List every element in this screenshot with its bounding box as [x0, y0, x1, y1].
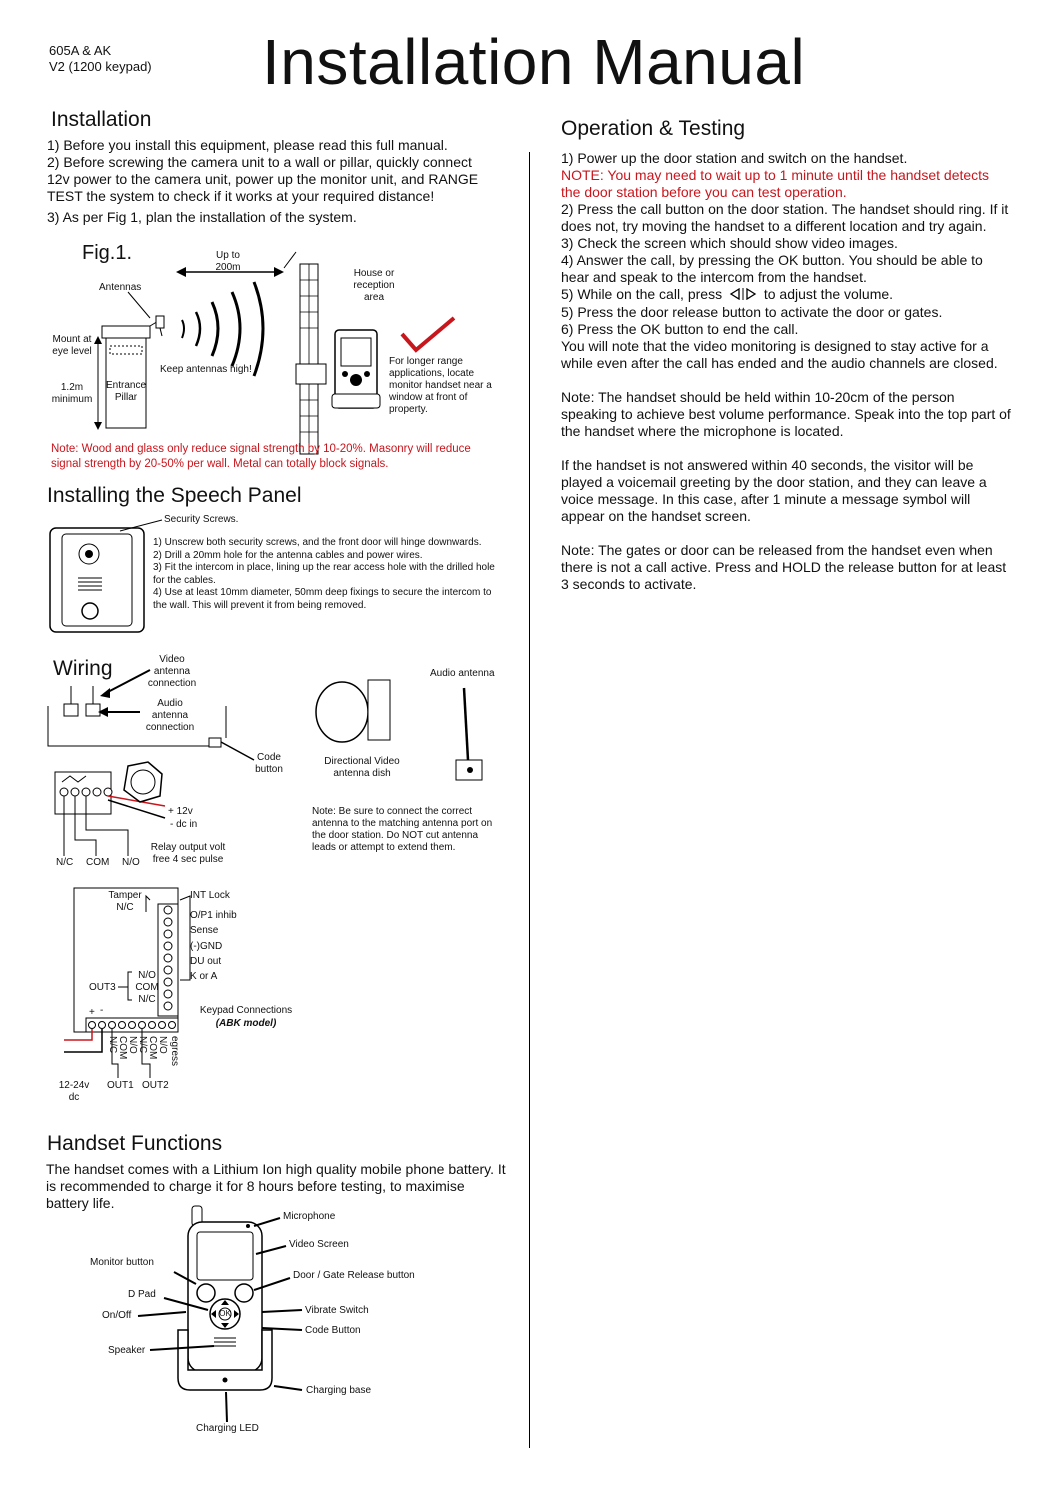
bottom-term-4: N/C: [137, 1036, 148, 1054]
operation-note: NOTE: You may need to wait up to 1 minut…: [561, 167, 990, 200]
fig1-height: 1.2m minimum: [51, 382, 93, 405]
speaker-label: Speaker: [108, 1345, 146, 1356]
nc-label: N/C: [56, 857, 74, 868]
out1-label: OUT1: [107, 1080, 134, 1091]
bottom-term-1: N/C: [107, 1036, 118, 1054]
relay-label: Relay output volt free 4 sec pulse: [150, 842, 226, 865]
antenna-note: Note: Be sure to connect the correct ant…: [312, 806, 493, 853]
bottom-term-5: COM: [147, 1036, 158, 1060]
operation-heading: Operation & Testing: [561, 117, 746, 140]
installation-step-2: 2) Before screwing the camera unit to a …: [47, 154, 479, 204]
bottom-term-6: N/O: [157, 1036, 168, 1054]
out3-label: OUT3: [89, 982, 116, 993]
page-title: Installation Manual: [262, 26, 806, 98]
operation-step-3: 3) Check the screen which should show vi…: [561, 235, 898, 251]
operation-step-4: 4) Answer the call, by pressing the OK b…: [561, 252, 983, 285]
minus-label: -: [100, 1005, 104, 1016]
power-minus-label: - dc in: [170, 819, 198, 830]
out2-label: OUT2: [142, 1080, 169, 1091]
no-label: N/O: [122, 857, 140, 868]
operation-step-2: 2) Press the call button on the door sta…: [561, 201, 1009, 234]
fig1-house: House or reception area: [353, 268, 395, 303]
volume-arrows-icon: [726, 287, 760, 304]
installation-heading: Installation: [51, 108, 152, 131]
ok-label: OK: [219, 1309, 231, 1318]
charging-led-label: Charging LED: [196, 1423, 259, 1434]
com-label: COM: [86, 857, 110, 868]
operation-para-1: Note: The handset should be held within …: [561, 389, 1011, 439]
speech-panel-steps: 1) Unscrew both security screws, and the…: [153, 537, 498, 612]
operation-step-5: 5) While on the call, press to adjust th…: [561, 286, 1011, 304]
installation-step-3: 3) As per Fig 1, plan the installation o…: [47, 209, 357, 225]
column-divider: [529, 152, 530, 1448]
terminal-du-out: DU out: [190, 956, 222, 967]
bottom-term-7: egress: [169, 1036, 180, 1067]
tamper-label: Tamper N/C: [108, 890, 142, 913]
speech-panel-heading: Installing the Speech Panel: [47, 484, 302, 507]
audio-antenna-label: Audio antenna: [430, 668, 495, 679]
monitor-button-label: Monitor button: [90, 1257, 154, 1268]
operation-step-1: 1) Power up the door station and switch …: [561, 150, 908, 166]
dish-label: Directional Video antenna dish: [324, 756, 400, 779]
dpad-label: D Pad: [128, 1289, 156, 1300]
bottom-term-3: N/O: [127, 1036, 138, 1054]
supply-label: 12-24v dc: [58, 1080, 90, 1103]
plus-label: +: [89, 1007, 95, 1018]
charging-base-label: Charging base: [306, 1385, 372, 1396]
operation-step-6: 6) Press the OK button to end the call.: [561, 321, 799, 337]
terminal-gnd: (-)GND: [190, 941, 223, 952]
fig1-antennas: Antennas: [99, 282, 142, 293]
power-plus-label: + 12v: [168, 806, 193, 817]
out3-nc: N/C: [138, 994, 156, 1005]
handset-heading: Handset Functions: [47, 1132, 223, 1155]
terminal-sense: Sense: [190, 925, 219, 936]
bottom-terminal-labels: N/C COM N/O N/C COM N/O egress: [106, 1036, 186, 1070]
video-antenna-label: Video antenna connection: [147, 654, 197, 689]
wiring-heading: Wiring: [53, 657, 113, 680]
out3-terms: N/O COM N/C: [132, 970, 162, 1006]
fig1-label: Fig.1.: [82, 242, 133, 264]
microphone-label: Microphone: [283, 1211, 336, 1222]
operation-step-5-b: to adjust the volume.: [763, 286, 894, 302]
out3-com: COM: [135, 982, 159, 993]
model-line-2: V2 (1200 keypad): [49, 59, 152, 74]
fig1-pillar: Entrance Pillar: [105, 380, 147, 403]
security-screws-label: Security Screws.: [164, 514, 239, 525]
onoff-label: On/Off: [102, 1310, 132, 1321]
fig1-distance: Up to 200m: [215, 250, 241, 273]
handset-intro: The handset comes with a Lithium Ion hig…: [46, 1161, 506, 1211]
audio-antenna-conn-label: Audio antenna connection: [145, 698, 195, 733]
terminal-k-or-a: K or A: [190, 971, 218, 982]
keypad-label: Keypad Connections: [199, 1005, 293, 1016]
keypad-model-label: (ABK model): [215, 1018, 277, 1029]
fig1-keep-high: Keep antennas high!: [160, 364, 252, 375]
operation-para-3: Note: The gates or door can be released …: [561, 542, 1007, 592]
operation-body: 1) Power up the door station and switch …: [561, 150, 1011, 593]
model-line-1: 605A & AK: [49, 43, 112, 58]
operation-para-2: If the handset is not answered within 40…: [561, 457, 987, 524]
operation-monitoring-note: You will note that the video monitoring …: [561, 338, 998, 371]
vibrate-label: Vibrate Switch: [305, 1305, 369, 1316]
fig1-longer-range: For longer range applications, locate mo…: [389, 356, 492, 415]
code-button-label: Code button: [255, 752, 283, 775]
speech-step-3: 3) Fit the intercom in place, lining up …: [153, 562, 495, 586]
speech-step-2: 2) Drill a 20mm hole for the antenna cab…: [153, 549, 423, 561]
model-label: 605A & AK V2 (1200 keypad): [49, 43, 152, 75]
terminal-int-lock: INT Lock: [190, 890, 230, 901]
out3-no: N/O: [138, 970, 156, 981]
signal-note: Note: Wood and glass only reduce signal …: [51, 443, 471, 470]
bottom-term-2: COM: [117, 1036, 128, 1060]
speech-step-4: 4) Use at least 10mm diameter, 50mm deep…: [153, 587, 492, 611]
video-screen-label: Video Screen: [289, 1239, 349, 1250]
installation-steps: 1) Before you install this equipment, pl…: [47, 137, 497, 226]
operation-step-5b: 5) Press the door release button to acti…: [561, 304, 943, 320]
installation-step-1: 1) Before you install this equipment, pl…: [47, 137, 448, 153]
code-button-handset-label: Code Button: [305, 1325, 361, 1336]
speech-step-1: 1) Unscrew both security screws, and the…: [153, 537, 482, 548]
terminal-op1-inhib: O/P1 inhib: [190, 910, 237, 921]
operation-step-5-a: 5) While on the call, press: [561, 286, 723, 302]
release-button-label: Door / Gate Release button: [293, 1270, 415, 1281]
fig1-mount: Mount at eye level: [52, 334, 92, 357]
